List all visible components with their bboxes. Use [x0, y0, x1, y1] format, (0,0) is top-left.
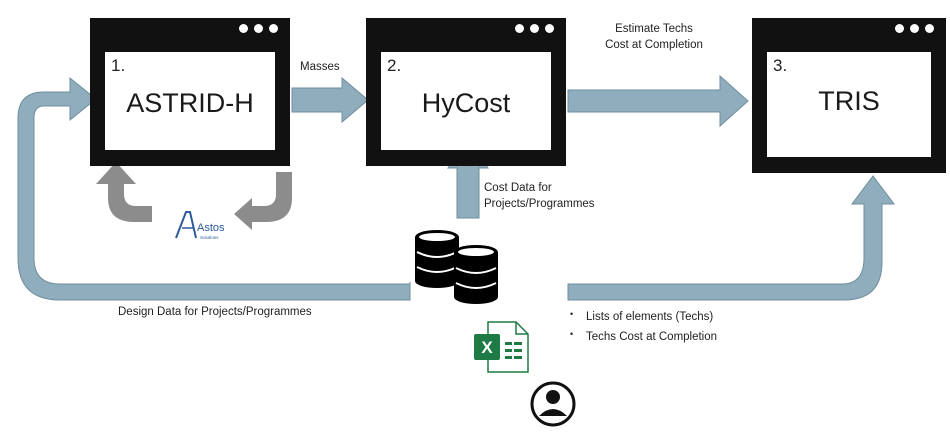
loop-arrow-right: [250, 172, 292, 222]
hycost-window[interactable]: 2. HyCost: [366, 18, 566, 166]
excel-letter: X: [481, 338, 493, 357]
window-title: ASTRID-H: [126, 88, 254, 118]
loop-arrow-left: [108, 172, 152, 222]
logo-text: Astos: [197, 222, 225, 234]
astos-logo: Astos Solutions: [175, 211, 225, 240]
outputs-list: Lists of elements (Techs) Techs Cost at …: [566, 307, 717, 347]
design-data-arrow: [17, 76, 411, 301]
window-pane: 2. HyCost: [381, 52, 551, 150]
astrid-h-window[interactable]: 1. ASTRID-H: [90, 18, 290, 166]
list-item: Techs Cost at Completion: [566, 327, 717, 347]
estimate-arrow: [567, 74, 749, 128]
masses-arrow: [291, 76, 369, 124]
user-avatar-icon: [530, 381, 576, 427]
tris-window[interactable]: 3. TRIS: [752, 18, 946, 173]
window-number: 1.: [111, 56, 126, 75]
logo-subtext: Solutions: [200, 235, 219, 240]
window-number: 2.: [387, 56, 402, 75]
excel-file-icon: X: [474, 321, 529, 373]
loop-arrow-right-head: [234, 198, 252, 230]
window-dots: [239, 24, 278, 33]
window-title: HyCost: [421, 88, 511, 118]
estimate-label: Estimate Techs Cost at Completion: [594, 22, 714, 53]
window-title: TRIS: [818, 86, 880, 116]
techs-list-arrow: [567, 175, 895, 301]
window-pane: 3. TRIS: [767, 52, 931, 157]
list-item: Lists of elements (Techs): [566, 307, 717, 327]
cost-data-label: Cost Data for Projects/Programmes: [484, 181, 595, 212]
masses-label: Masses: [300, 61, 340, 73]
database-icon: [415, 230, 498, 304]
cost-data-label-line1: Cost Data for: [484, 182, 552, 194]
window-dots: [515, 24, 554, 33]
cost-data-label-line2: Projects/Programmes: [484, 197, 595, 210]
window-pane: 1. ASTRID-H: [105, 52, 275, 150]
window-number: 3.: [773, 56, 788, 75]
estimate-label-line1: Estimate Techs: [615, 23, 693, 35]
window-dots: [895, 24, 934, 33]
design-data-label: Design Data for Projects/Programmes: [118, 306, 312, 318]
estimate-label-line2: Cost at Completion: [605, 38, 703, 51]
loop-arrow-left-head: [96, 162, 136, 184]
